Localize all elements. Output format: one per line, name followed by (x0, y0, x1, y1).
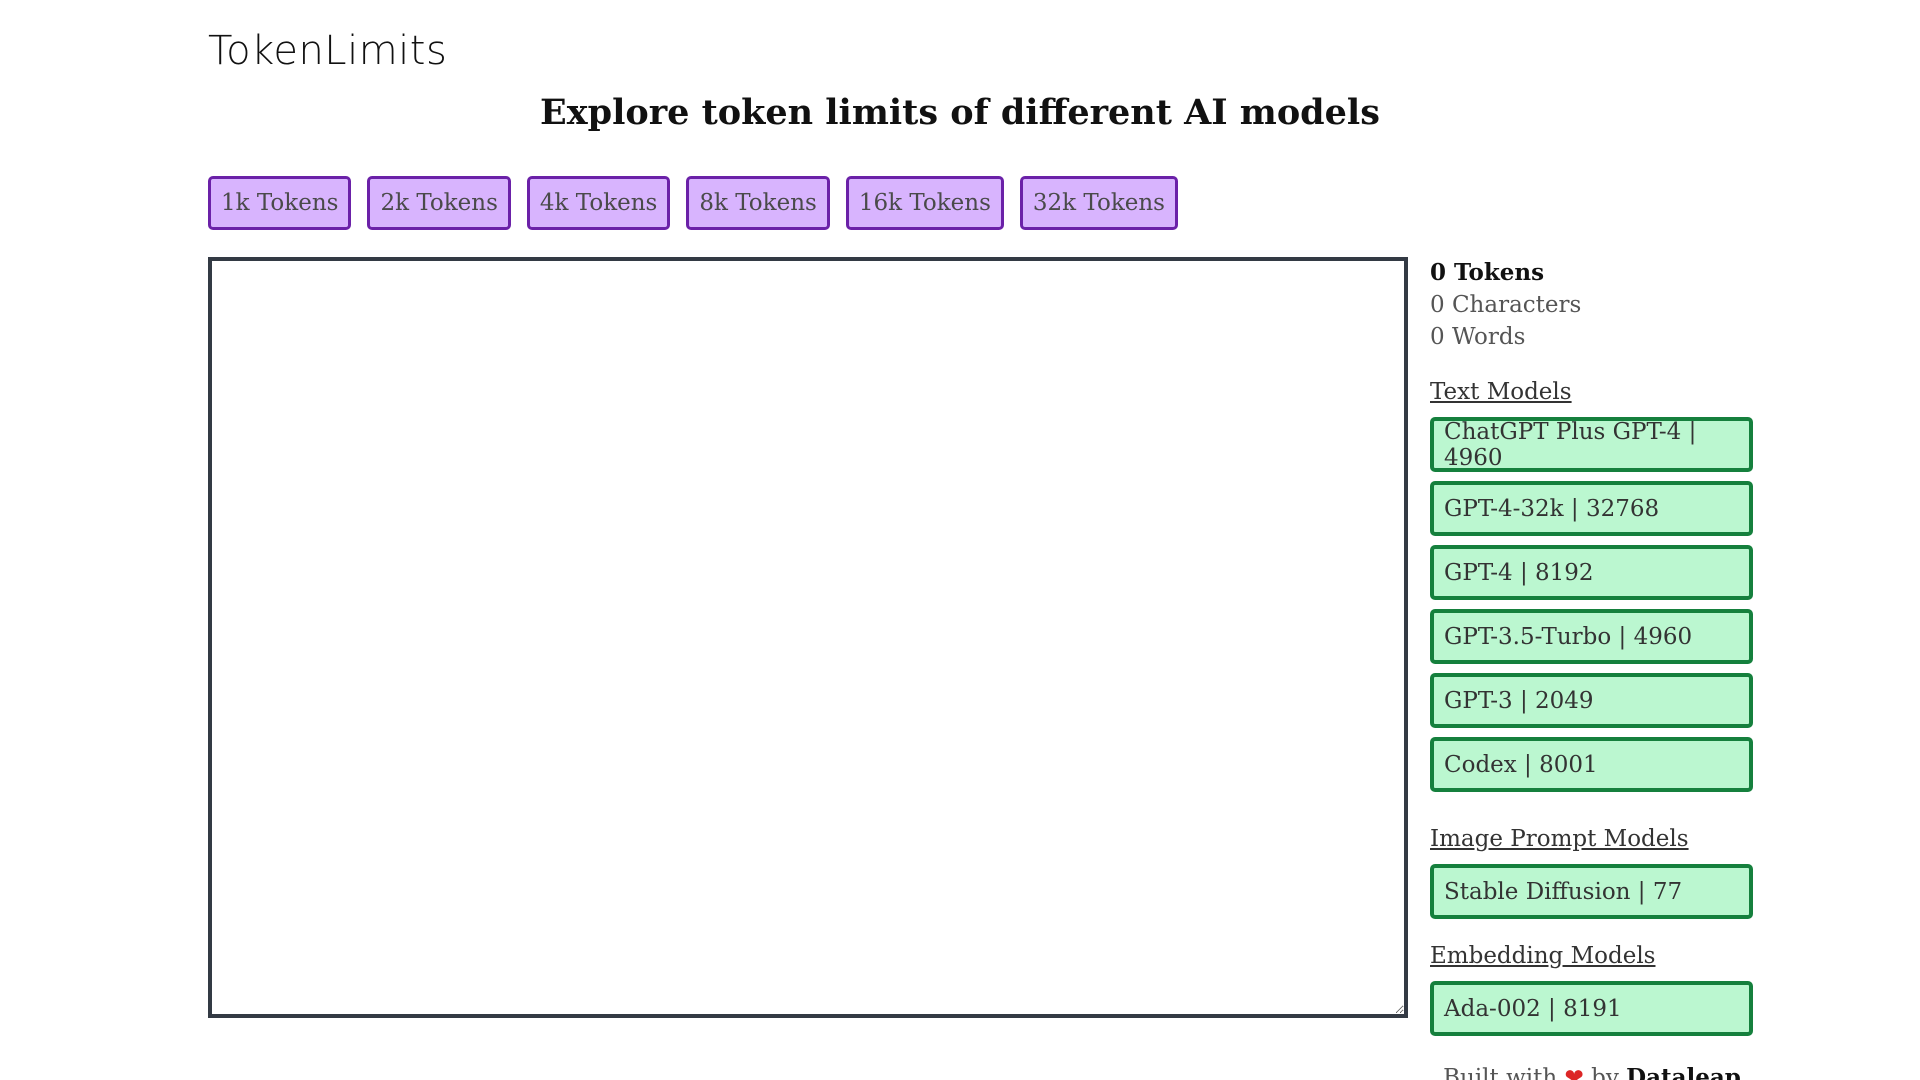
token-count: 0 Tokens (1430, 259, 1545, 286)
token-preset-16k-button[interactable]: 16k Tokens (845, 176, 1004, 230)
footer-prefix: Built with (1443, 1065, 1558, 1080)
model-button-codex[interactable]: Codex | 8001 (1430, 737, 1753, 792)
text-input-area[interactable] (208, 257, 1408, 1018)
embedding-models-list: Ada-002 | 8191 (1430, 981, 1754, 1036)
model-button-gpt4-32k[interactable]: GPT-4-32k | 32768 (1430, 481, 1753, 536)
model-button-ada-002[interactable]: Ada-002 | 8191 (1430, 981, 1753, 1036)
model-button-gpt3[interactable]: GPT-3 | 2049 (1430, 673, 1753, 728)
character-count: 0 Characters (1430, 292, 1582, 318)
image-models-heading: Image Prompt Models (1430, 826, 1689, 852)
model-button-stable-diffusion[interactable]: Stable Diffusion | 77 (1430, 864, 1753, 919)
brand-logo-text[interactable]: TokenLimits (208, 28, 448, 74)
footer-author-link[interactable]: Dataleap (1626, 1064, 1741, 1080)
text-models-list: ChatGPT Plus GPT-4 | 4960 GPT-4-32k | 32… (1430, 417, 1754, 792)
footer-by: by (1591, 1065, 1619, 1080)
token-preset-buttons: 1k Tokens 2k Tokens 4k Tokens 8k Tokens … (208, 176, 1178, 230)
page-title: Explore token limits of different AI mod… (540, 92, 1380, 133)
footer-credit: Built with ❤ by Dataleap (1430, 1064, 1754, 1080)
image-models-list: Stable Diffusion | 77 (1430, 864, 1754, 919)
heart-icon: ❤ (1564, 1065, 1584, 1080)
model-button-chatgpt-plus-gpt4[interactable]: ChatGPT Plus GPT-4 | 4960 (1430, 417, 1753, 472)
text-models-heading: Text Models (1430, 379, 1572, 405)
token-preset-8k-button[interactable]: 8k Tokens (686, 176, 830, 230)
token-preset-2k-button[interactable]: 2k Tokens (367, 176, 511, 230)
token-preset-32k-button[interactable]: 32k Tokens (1019, 176, 1178, 230)
token-preset-4k-button[interactable]: 4k Tokens (526, 176, 671, 230)
model-button-gpt4[interactable]: GPT-4 | 8192 (1430, 545, 1753, 600)
token-preset-1k-button[interactable]: 1k Tokens (208, 176, 352, 230)
word-count: 0 Words (1430, 324, 1526, 350)
sidebar: 0 Tokens 0 Characters 0 Words Text Model… (1430, 257, 1754, 1045)
model-button-gpt35-turbo[interactable]: GPT-3.5-Turbo | 4960 (1430, 609, 1753, 664)
embedding-models-heading: Embedding Models (1430, 943, 1656, 969)
